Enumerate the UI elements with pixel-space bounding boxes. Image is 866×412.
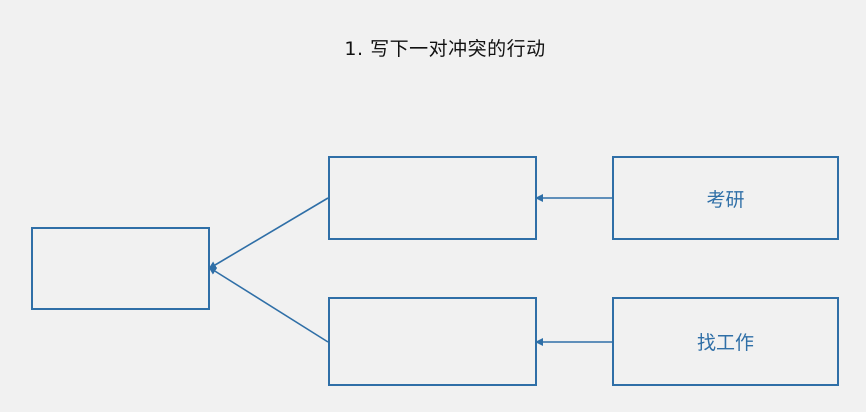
arrow-top-need-to-goal	[208, 197, 329, 270]
action-box-bottom[interactable]: 找工作	[612, 297, 839, 386]
goal-box[interactable]	[31, 227, 210, 310]
arrow-bottom-need-to-goal	[208, 266, 329, 343]
diagram-title: 1. 写下一对冲突的行动	[344, 38, 546, 60]
need-box-top[interactable]	[328, 156, 537, 240]
action-box-top[interactable]: 考研	[612, 156, 839, 240]
need-box-bottom[interactable]	[328, 297, 537, 386]
